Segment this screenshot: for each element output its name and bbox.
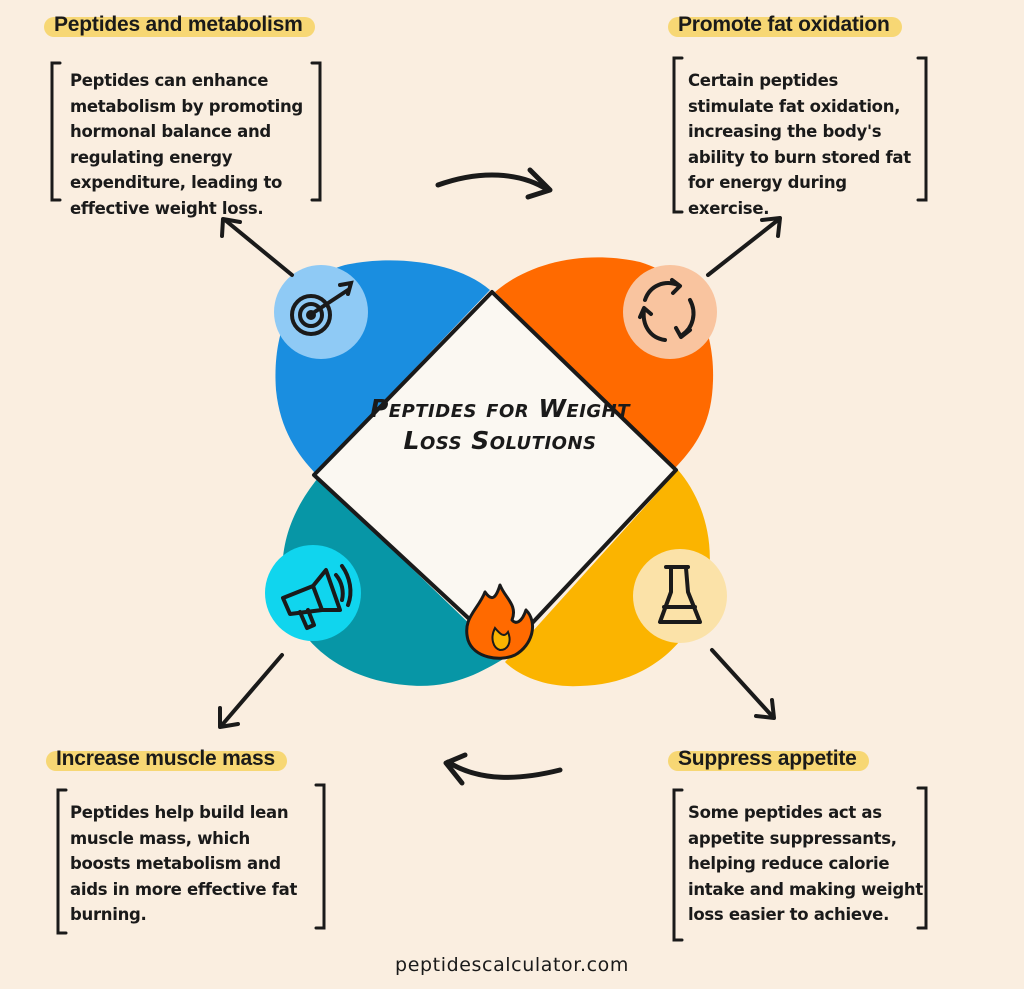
heading-top-left: Peptides and metabolism: [44, 12, 315, 38]
desc-top-left: Peptides can enhance metabolism by promo…: [70, 71, 303, 218]
bracket-top-right: [672, 56, 928, 214]
fire-icon: [465, 583, 535, 660]
flask-icon: [658, 565, 702, 624]
curved-arrow-top: [435, 167, 553, 200]
heading-top-right: Promote fat oxidation: [668, 12, 902, 38]
icon-circle-bottom-right: [633, 549, 727, 643]
desc-bottom-left: Peptides help build lean muscle mass, wh…: [70, 803, 298, 924]
heading-bottom-left: Increase muscle mass: [46, 746, 287, 772]
megaphone-icon: [281, 564, 353, 630]
arrow-to-bottom-left: [218, 653, 284, 729]
bracket-top-left: [50, 61, 322, 202]
arrow-to-bottom-right: [710, 648, 776, 720]
target-icon: [290, 280, 354, 336]
icon-circle-top-right: [623, 265, 717, 359]
center-title: Peptides for Weight Loss Solutions: [369, 394, 631, 455]
footer-url: peptidescalculator.com: [395, 954, 629, 976]
icon-circle-bottom-left: [265, 545, 361, 641]
bracket-bottom-left: [56, 783, 326, 935]
desc-bottom-right: Some peptides act as appetite suppressan…: [688, 803, 923, 924]
curved-arrow-bottom: [443, 752, 563, 786]
heading-bottom-right: Suppress appetite: [668, 746, 869, 772]
arrow-to-top-right: [706, 216, 782, 277]
recycle-icon: [638, 278, 696, 342]
desc-top-right: Certain peptides stimulate fat oxidation…: [688, 71, 911, 218]
bracket-bottom-right: [672, 786, 928, 942]
arrow-to-top-left: [220, 217, 294, 277]
